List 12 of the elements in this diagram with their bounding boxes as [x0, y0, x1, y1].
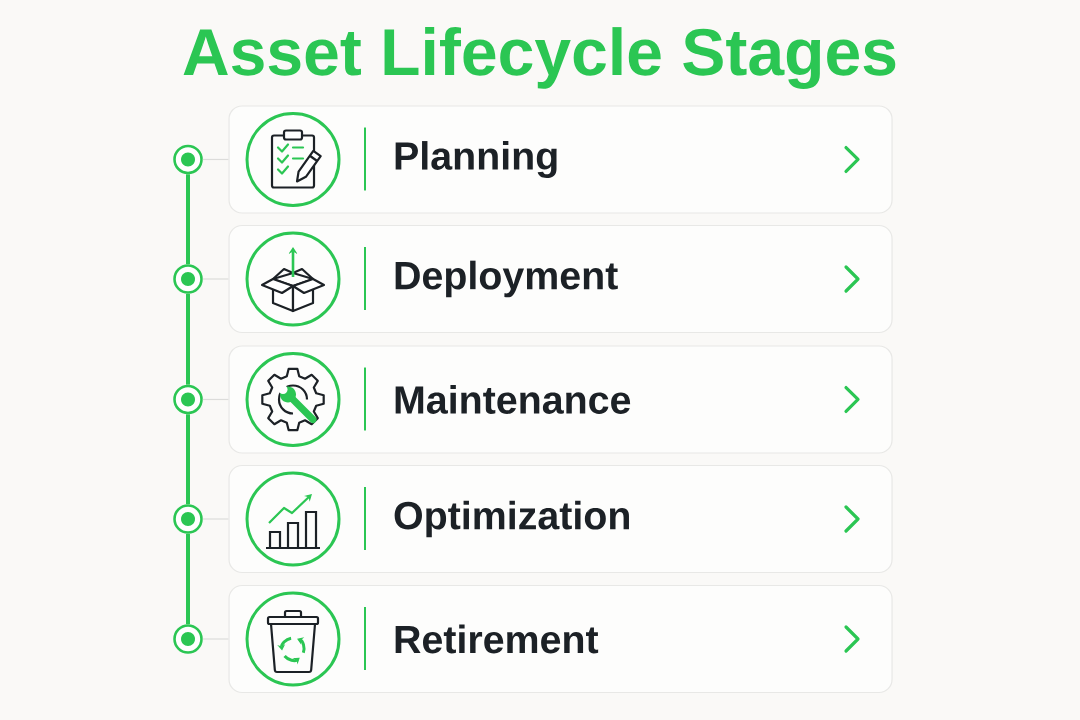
timeline-line [186, 414, 190, 505]
timeline-dot [173, 144, 203, 175]
stage-card: Planning [228, 105, 893, 214]
stage-card: Optimization [228, 464, 893, 574]
timeline-dot [173, 384, 203, 415]
stage-card: Retirement [228, 584, 893, 694]
stage-card: Maintenance [228, 345, 893, 454]
title: Asset Lifecycle Stages [183, 27, 896, 89]
timeline-line [186, 293, 190, 385]
stage-card: Deployment [228, 224, 893, 334]
timeline-line [186, 533, 190, 625]
timeline-line [186, 174, 190, 265]
